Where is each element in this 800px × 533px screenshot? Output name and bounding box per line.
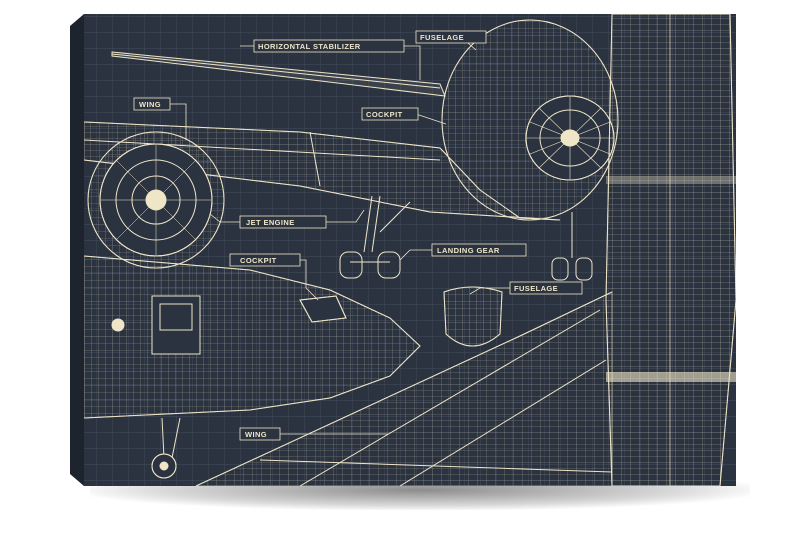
engine-front-view	[441, 19, 619, 221]
jet-engine-drawing	[87, 131, 225, 269]
svg-text:LANDING GEAR: LANDING GEAR	[437, 246, 500, 255]
canvas-side-edge	[70, 14, 84, 486]
svg-text:HORIZONTAL STABILIZER: HORIZONTAL STABILIZER	[258, 42, 361, 51]
label-fuselage-mid: FUSELAGE	[509, 281, 583, 295]
wing-bottom-drawing	[195, 291, 613, 486]
label-wing-top: WING	[133, 97, 171, 111]
fuselage-section-drawing	[443, 286, 503, 347]
label-horizontal-stabilizer: HORIZONTAL STABILIZER	[253, 39, 405, 53]
label-fuselage-top: FUSELAGE	[415, 30, 487, 44]
svg-text:FUSELAGE: FUSELAGE	[420, 33, 464, 42]
fuselage-top-view-drawing	[605, 14, 736, 486]
svg-text:JET ENGINE: JET ENGINE	[246, 218, 295, 227]
label-jet-engine: JET ENGINE	[239, 215, 327, 229]
svg-text:COCKPIT: COCKPIT	[240, 256, 277, 265]
label-landing-gear: LANDING GEAR	[431, 243, 527, 257]
label-cockpit-mid: COCKPIT	[229, 253, 301, 267]
label-cockpit-top: COCKPIT	[361, 107, 419, 121]
svg-text:FUSELAGE: FUSELAGE	[514, 284, 558, 293]
svg-text:COCKPIT: COCKPIT	[366, 110, 403, 119]
cockpit-nose-drawing	[84, 255, 421, 479]
label-wing-bottom: WING	[239, 427, 281, 441]
landing-gear-drawing	[339, 195, 593, 281]
svg-text:WING: WING	[139, 100, 161, 109]
svg-text:WING: WING	[245, 430, 267, 439]
